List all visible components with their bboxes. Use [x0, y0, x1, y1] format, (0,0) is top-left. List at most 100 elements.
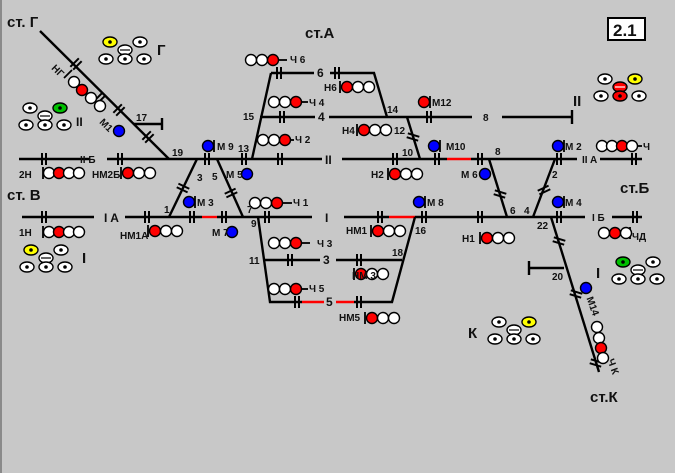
signal-2n[interactable]: [42, 166, 86, 180]
red-lamp: [480, 231, 494, 245]
signal-m10[interactable]: [427, 139, 441, 153]
signal-m7[interactable]: [225, 225, 239, 239]
switch-2: 2: [552, 170, 558, 181]
signal-m5-label: М 5: [226, 170, 243, 181]
signal-nm5[interactable]: [364, 311, 401, 325]
signal-n6[interactable]: [339, 80, 376, 94]
unlit-lamp: [362, 80, 376, 94]
red-lamp: [75, 83, 89, 97]
unlit-lamp: [267, 282, 281, 296]
blue-lamp: [201, 139, 215, 153]
signal-1n[interactable]: [42, 225, 86, 239]
signal-ch1[interactable]: [248, 196, 293, 210]
joint-mark: [589, 362, 602, 368]
indicator-panel-i-left[interactable]: [19, 244, 73, 273]
insulating-joint: [334, 67, 340, 79]
arrow-icon: [142, 57, 146, 61]
track-label-ii-b: II Б: [80, 155, 96, 166]
unlit-lamp: [256, 133, 270, 147]
track-9-11[interactable]: [256, 216, 302, 304]
joint-mark: [537, 184, 550, 192]
arrow-icon: [603, 77, 607, 81]
insulating-joint: [144, 211, 150, 223]
signal-m1[interactable]: [112, 124, 126, 138]
signal-chk[interactable]: [590, 320, 610, 365]
signal-n4[interactable]: [356, 123, 393, 137]
signal-ch5[interactable]: [267, 282, 309, 296]
crossover-3-1[interactable]: [167, 158, 199, 218]
signal-m5[interactable]: [240, 167, 254, 181]
signal-nm2b[interactable]: [120, 166, 157, 180]
signal-ch2[interactable]: [256, 133, 295, 147]
signal-m3[interactable]: [182, 195, 196, 209]
unlit-lamp: [278, 95, 292, 109]
signal-m9[interactable]: [201, 139, 215, 153]
signal-n2[interactable]: [387, 167, 424, 181]
indicator-panel-k[interactable]: [487, 316, 541, 345]
switch-11: 11: [249, 256, 260, 267]
signal-m4[interactable]: [551, 195, 565, 209]
signal-m6[interactable]: [478, 167, 492, 181]
signal-m12[interactable]: [417, 95, 431, 109]
signal-nm2b-label: НМ2Б: [92, 170, 120, 181]
insulating-joint: [241, 153, 247, 165]
unlit-lamp: [625, 139, 639, 153]
unlit-lamp: [592, 331, 606, 345]
signal-nm1a[interactable]: [147, 224, 184, 238]
track-5-16[interactable]: [354, 216, 417, 304]
switch-15: 15: [243, 112, 255, 123]
insulating-joint: [41, 153, 47, 165]
unlit-lamp: [393, 224, 407, 238]
signal-ng[interactable]: [63, 69, 107, 113]
insulating-joint: [276, 67, 282, 79]
switch-7: 7: [247, 205, 253, 216]
signal-ch3[interactable]: [267, 236, 311, 250]
joint-mark: [569, 293, 582, 299]
indicator-panel-i-right[interactable]: [611, 256, 665, 285]
track-label-6: 6: [317, 66, 324, 80]
signal-ch4[interactable]: [267, 95, 309, 109]
unlit-lamp: [278, 236, 292, 250]
red-lamp: [289, 282, 303, 296]
signal-n1[interactable]: [479, 231, 516, 245]
switch-4: 4: [524, 206, 530, 217]
switch-9: 9: [251, 219, 257, 230]
signal-m8[interactable]: [412, 195, 426, 209]
indicator-panel-g[interactable]: [98, 36, 152, 65]
signal-ch3-label: Ч 3: [317, 239, 333, 250]
arrow-icon: [138, 40, 142, 44]
signal-m14[interactable]: [579, 281, 593, 295]
track-to-station-k[interactable]: [549, 216, 601, 373]
signal-chd-label: ЧД: [632, 232, 646, 243]
signal-m9-label: М 9: [217, 142, 234, 153]
unlit-lamp: [278, 282, 292, 296]
indicator-panel-ii-left[interactable]: [18, 102, 72, 131]
red-lamp: [148, 224, 162, 238]
signal-ch[interactable]: [595, 139, 643, 153]
crossover-8-6[interactable]: [487, 158, 509, 218]
switch-20: 20: [552, 272, 564, 283]
unlit-lamp: [72, 225, 86, 239]
signal-n2-label: Н2: [371, 170, 384, 181]
indicator-panel-ii-right[interactable]: [593, 73, 647, 102]
insulating-joint: [434, 153, 440, 165]
track-label-8: 8: [483, 113, 489, 124]
insulating-joint: [477, 211, 483, 223]
switch-19: 19: [172, 148, 184, 159]
crossover-12-10[interactable]: [405, 116, 422, 160]
signal-chd[interactable]: [597, 226, 633, 240]
crossover-5-7[interactable]: [215, 158, 245, 218]
arrow-icon: [617, 277, 621, 281]
insulating-joint: [221, 211, 227, 223]
signal-nm1[interactable]: [370, 224, 407, 238]
arrow-icon: [43, 123, 47, 127]
station-a-label: ст.А: [305, 25, 335, 42]
switch-1: 1: [164, 205, 170, 216]
signal-nm3[interactable]: [353, 267, 390, 281]
signal-m2[interactable]: [551, 139, 565, 153]
signal-ch6[interactable]: [244, 53, 288, 67]
signal-nm1-label: НМ1: [346, 226, 368, 237]
track-6-east[interactable]: [330, 71, 389, 118]
arrow-icon: [497, 320, 501, 324]
red-lamp: [594, 341, 608, 355]
